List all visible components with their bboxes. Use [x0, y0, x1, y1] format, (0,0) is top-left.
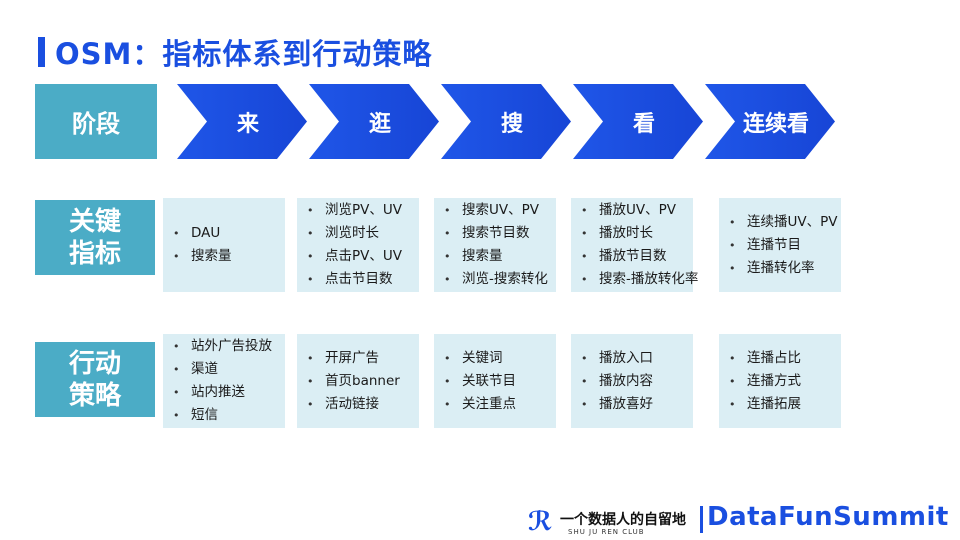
metrics-cell-1: DAU搜索量 [163, 198, 285, 292]
list-item: 播放时长 [581, 222, 689, 245]
metrics-list: 播放UV、PV播放时长播放节目数搜索-播放转化率 [581, 199, 698, 291]
row-label-metrics: 关键 指标 [35, 200, 155, 275]
list-item: 浏览PV、UV [307, 199, 415, 222]
list-item: 关键词 [444, 347, 552, 370]
actions-list: 站外广告投放渠道站内推送短信 [173, 335, 281, 427]
stage-label: 看 [632, 111, 655, 137]
logo-cn-text: 一个数据人的自留地 [560, 512, 686, 528]
stage-label: 搜 [500, 111, 523, 137]
row-label-actions-line1: 行动 [68, 348, 121, 379]
list-item: 站外广告投放 [173, 335, 281, 358]
list-item: 浏览-搜索转化 [444, 268, 552, 291]
metrics-cell-3: 搜索UV、PV搜索节目数搜索量浏览-搜索转化 [434, 198, 556, 292]
list-item: 首页banner [307, 370, 415, 393]
metrics-list: 搜索UV、PV搜索节目数搜索量浏览-搜索转化 [444, 199, 552, 291]
row-label-metrics-line2: 指标 [68, 238, 121, 269]
stage-header: 阶段 [35, 84, 157, 159]
list-item: 连播占比 [729, 347, 837, 370]
actions-cell-4: 播放入口播放内容播放喜好 [571, 334, 693, 428]
actions-cell-2: 开屏广告首页banner活动链接 [297, 334, 419, 428]
metrics-list: DAU搜索量 [173, 222, 281, 268]
list-item: 连续播UV、PV [729, 211, 838, 234]
list-item: 点击PV、UV [307, 245, 415, 268]
metrics-list: 浏览PV、UV浏览时长点击PV、UV点击节目数 [307, 199, 415, 291]
metrics-cell-4: 播放UV、PV播放时长播放节目数搜索-播放转化率 [571, 198, 698, 292]
list-item: 浏览时长 [307, 222, 415, 245]
list-item: 搜索量 [444, 245, 552, 268]
actions-list: 连播占比连播方式连播拓展 [729, 347, 837, 416]
stage-chevron-1: 来 [177, 84, 307, 159]
logo-en-text: SHU JU REN CLUB [568, 528, 645, 536]
stage-label: 逛 [368, 111, 391, 137]
list-item: 渠道 [173, 358, 281, 381]
list-item: 点击节目数 [307, 268, 415, 291]
title-accent-bar [38, 37, 45, 67]
actions-cell-5: 连播占比连播方式连播拓展 [719, 334, 841, 428]
row-label-actions-line2: 策略 [68, 380, 121, 411]
list-item: 搜索量 [173, 245, 281, 268]
list-item: 搜索节目数 [444, 222, 552, 245]
stage-label: 来 [236, 111, 259, 137]
metrics-list: 连续播UV、PV连播节目连播转化率 [729, 211, 838, 280]
actions-cell-1: 站外广告投放渠道站内推送短信 [163, 334, 285, 428]
list-item: 播放UV、PV [581, 199, 689, 222]
stage-chevron-5: 连续看 [705, 84, 835, 159]
list-item: 开屏广告 [307, 347, 415, 370]
brand-accent-bar [700, 506, 703, 533]
metrics-cell-5: 连续播UV、PV连播节目连播转化率 [719, 198, 841, 292]
stage-label: 连续看 [742, 111, 809, 137]
list-item: 站内推送 [173, 381, 281, 404]
list-item: 连播节目 [729, 234, 837, 257]
actions-list: 播放入口播放内容播放喜好 [581, 347, 689, 416]
list-item: 关注重点 [444, 393, 552, 416]
list-item: 搜索UV、PV [444, 199, 552, 222]
list-item: 连播拓展 [729, 393, 837, 416]
stage-chevron-3: 搜 [441, 84, 571, 159]
list-item: 活动链接 [307, 393, 415, 416]
actions-cell-3: 关键词关联节目关注重点 [434, 334, 556, 428]
list-item: 播放内容 [581, 370, 689, 393]
list-item: 连播方式 [729, 370, 837, 393]
brand-logo: DataFunSummit [707, 502, 949, 532]
stage-chevron-2: 逛 [309, 84, 439, 159]
list-item: 播放节目数 [581, 245, 689, 268]
actions-list: 关键词关联节目关注重点 [444, 347, 552, 416]
row-label-actions: 行动 策略 [35, 342, 155, 417]
list-item: DAU [173, 222, 281, 245]
list-item: 播放喜好 [581, 393, 689, 416]
stage-chevron-4: 看 [573, 84, 703, 159]
list-item: 关联节目 [444, 370, 552, 393]
row-label-metrics-line1: 关键 [68, 206, 121, 237]
list-item: 搜索-播放转化率 [581, 268, 698, 291]
list-item: 播放入口 [581, 347, 689, 370]
metrics-cell-2: 浏览PV、UV浏览时长点击PV、UV点击节目数 [297, 198, 419, 292]
list-item: 连播转化率 [729, 257, 837, 280]
list-item: 短信 [173, 404, 281, 427]
shujuren-logo-icon: ℛ [528, 507, 553, 537]
page-title: OSM：指标体系到行动策略 [55, 37, 433, 71]
actions-list: 开屏广告首页banner活动链接 [307, 347, 415, 416]
